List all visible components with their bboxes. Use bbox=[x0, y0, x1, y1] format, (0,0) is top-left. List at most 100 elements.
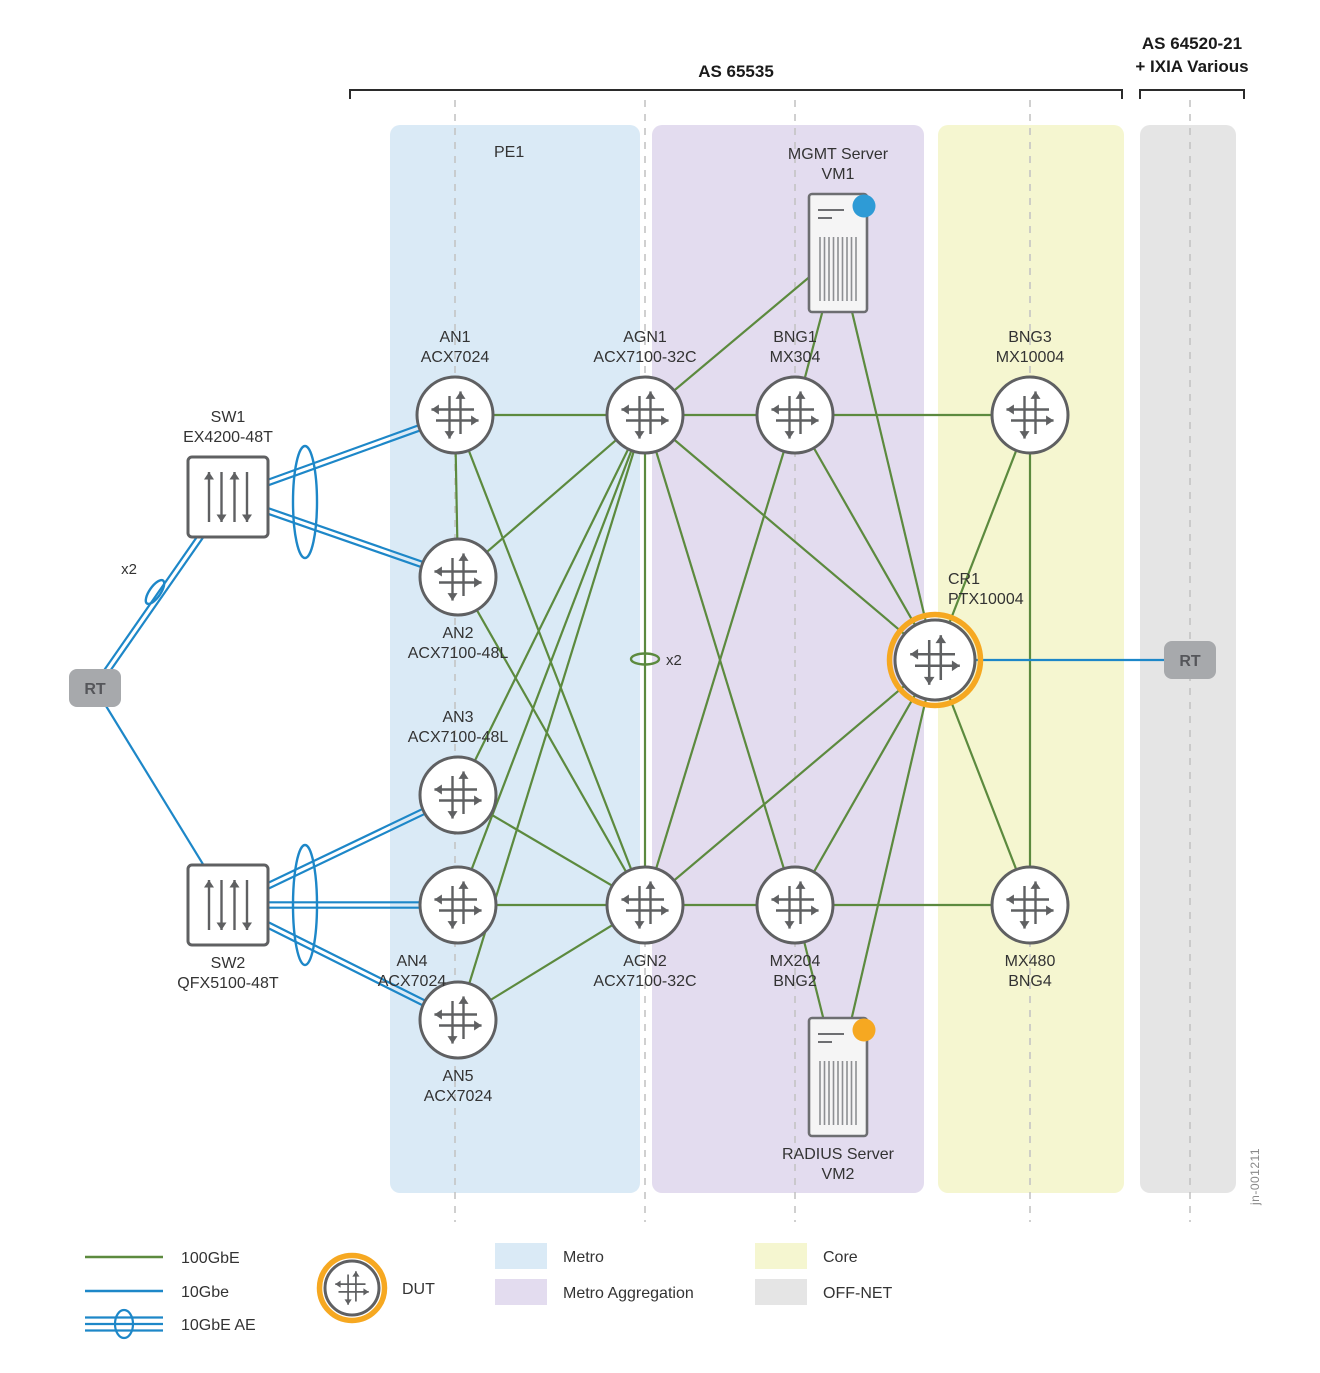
arrowhead bbox=[1019, 921, 1030, 929]
router-icon bbox=[605, 375, 685, 455]
arrowhead bbox=[1046, 905, 1054, 916]
text-label: ACX7100-48L bbox=[408, 645, 509, 662]
arrowhead bbox=[363, 1288, 369, 1296]
arrowhead bbox=[1030, 391, 1041, 399]
text-label: BNG4 bbox=[1008, 973, 1052, 990]
link-agn1-cr1 bbox=[644, 414, 936, 661]
link-agn2-bng1 bbox=[643, 414, 797, 906]
arrowhead bbox=[1030, 881, 1041, 889]
text-label: SW1 bbox=[211, 409, 246, 426]
arrowhead bbox=[1006, 404, 1014, 415]
text-label: RADIUS Server bbox=[782, 1146, 895, 1163]
arrowhead bbox=[811, 905, 819, 916]
legend-dut-label: DUT bbox=[402, 1281, 435, 1298]
text-label: ACX7024 bbox=[421, 349, 490, 366]
text-label: ACX7100-32C bbox=[593, 973, 696, 990]
legend-zone-label: Metro bbox=[563, 1249, 604, 1266]
arrowhead bbox=[811, 415, 819, 426]
node-rt-r: RT bbox=[1164, 641, 1216, 679]
legend-ae-label: 10GbE AE bbox=[181, 1317, 256, 1334]
arrowhead bbox=[434, 894, 442, 905]
router-icon bbox=[755, 375, 835, 455]
as-64520-label: AS 64520-21 + IXIA Various bbox=[1122, 32, 1262, 78]
text-label: VM1 bbox=[822, 166, 855, 183]
link-an2-agn1 bbox=[457, 414, 646, 578]
router-icon bbox=[418, 537, 498, 617]
router-icon bbox=[893, 618, 977, 702]
legend-10gbe-label: 10Gbe bbox=[181, 1284, 229, 1301]
arrowhead bbox=[471, 415, 479, 426]
legend-dut-icon bbox=[316, 1252, 388, 1324]
arrowhead bbox=[1006, 894, 1014, 905]
x2-label: x2 bbox=[666, 652, 682, 669]
text-label: ACX7024 bbox=[378, 973, 447, 990]
arrowhead bbox=[474, 1020, 482, 1031]
ae-ellipse bbox=[291, 444, 319, 560]
arrowhead bbox=[431, 404, 439, 415]
legend-zone-label: Core bbox=[823, 1249, 858, 1266]
arrowhead bbox=[661, 415, 669, 426]
text-label: PTX10004 bbox=[948, 591, 1024, 608]
text-label: AGN1 bbox=[623, 329, 667, 346]
dut-ring bbox=[316, 1252, 388, 1324]
legend-zone-swatch bbox=[495, 1279, 547, 1305]
node-an3 bbox=[418, 755, 498, 835]
brackets bbox=[349, 89, 1245, 99]
text-label: AN2 bbox=[442, 625, 473, 642]
vm-status-dot bbox=[852, 194, 876, 218]
text-label: SW2 bbox=[211, 955, 246, 972]
link-an3-agn1 bbox=[457, 414, 646, 796]
node-cr1 bbox=[886, 611, 984, 709]
node-an4 bbox=[418, 865, 498, 945]
legend-zone-swatch bbox=[755, 1279, 807, 1305]
arrowhead bbox=[784, 431, 795, 439]
text-label: AN1 bbox=[439, 329, 470, 346]
router-icon bbox=[418, 865, 498, 945]
router-icon bbox=[415, 375, 495, 455]
text-label: BNG2 bbox=[773, 973, 817, 990]
switch-icon bbox=[186, 863, 270, 947]
arrowhead bbox=[634, 921, 645, 929]
as-bracket-2 bbox=[1139, 89, 1245, 99]
node-bng3 bbox=[990, 375, 1070, 455]
router-icon bbox=[418, 980, 498, 1060]
node-agn2 bbox=[605, 865, 685, 945]
arrowhead bbox=[634, 431, 645, 439]
x2-label: x2 bbox=[121, 561, 137, 578]
arrowhead bbox=[474, 577, 482, 588]
text-label: AN3 bbox=[442, 709, 473, 726]
text-label: EX4200-48T bbox=[183, 429, 273, 446]
link-vm1-agn1 bbox=[644, 252, 839, 416]
node-an5 bbox=[418, 980, 498, 1060]
arrowhead bbox=[352, 1271, 360, 1277]
rt-icon bbox=[1164, 641, 1216, 679]
router-icon bbox=[323, 1259, 381, 1317]
router-icon bbox=[990, 865, 1070, 945]
text-label: QFX5100-48T bbox=[177, 975, 279, 992]
as-64520-line2: + IXIA Various bbox=[1135, 57, 1249, 76]
text-label: AGN2 bbox=[623, 953, 667, 970]
link-vm1-cr1 bbox=[836, 252, 937, 661]
text-label: ACX7024 bbox=[424, 1088, 493, 1105]
link-an1-agn2 bbox=[453, 414, 647, 906]
text-label: MX204 bbox=[770, 953, 821, 970]
arrowhead bbox=[621, 404, 629, 415]
arrowhead bbox=[784, 921, 795, 929]
legend-ae-ellipse bbox=[113, 1308, 135, 1340]
arrowhead bbox=[434, 566, 442, 577]
text-label: AN4 bbox=[396, 953, 427, 970]
node-bng1 bbox=[755, 375, 835, 455]
arrowhead bbox=[204, 880, 214, 888]
node-labels: SW1EX4200-48TSW2QFX5100-48TAN1ACX7024AN2… bbox=[177, 146, 1064, 1183]
arrowhead bbox=[458, 553, 469, 561]
ae-ellipse bbox=[291, 843, 319, 967]
